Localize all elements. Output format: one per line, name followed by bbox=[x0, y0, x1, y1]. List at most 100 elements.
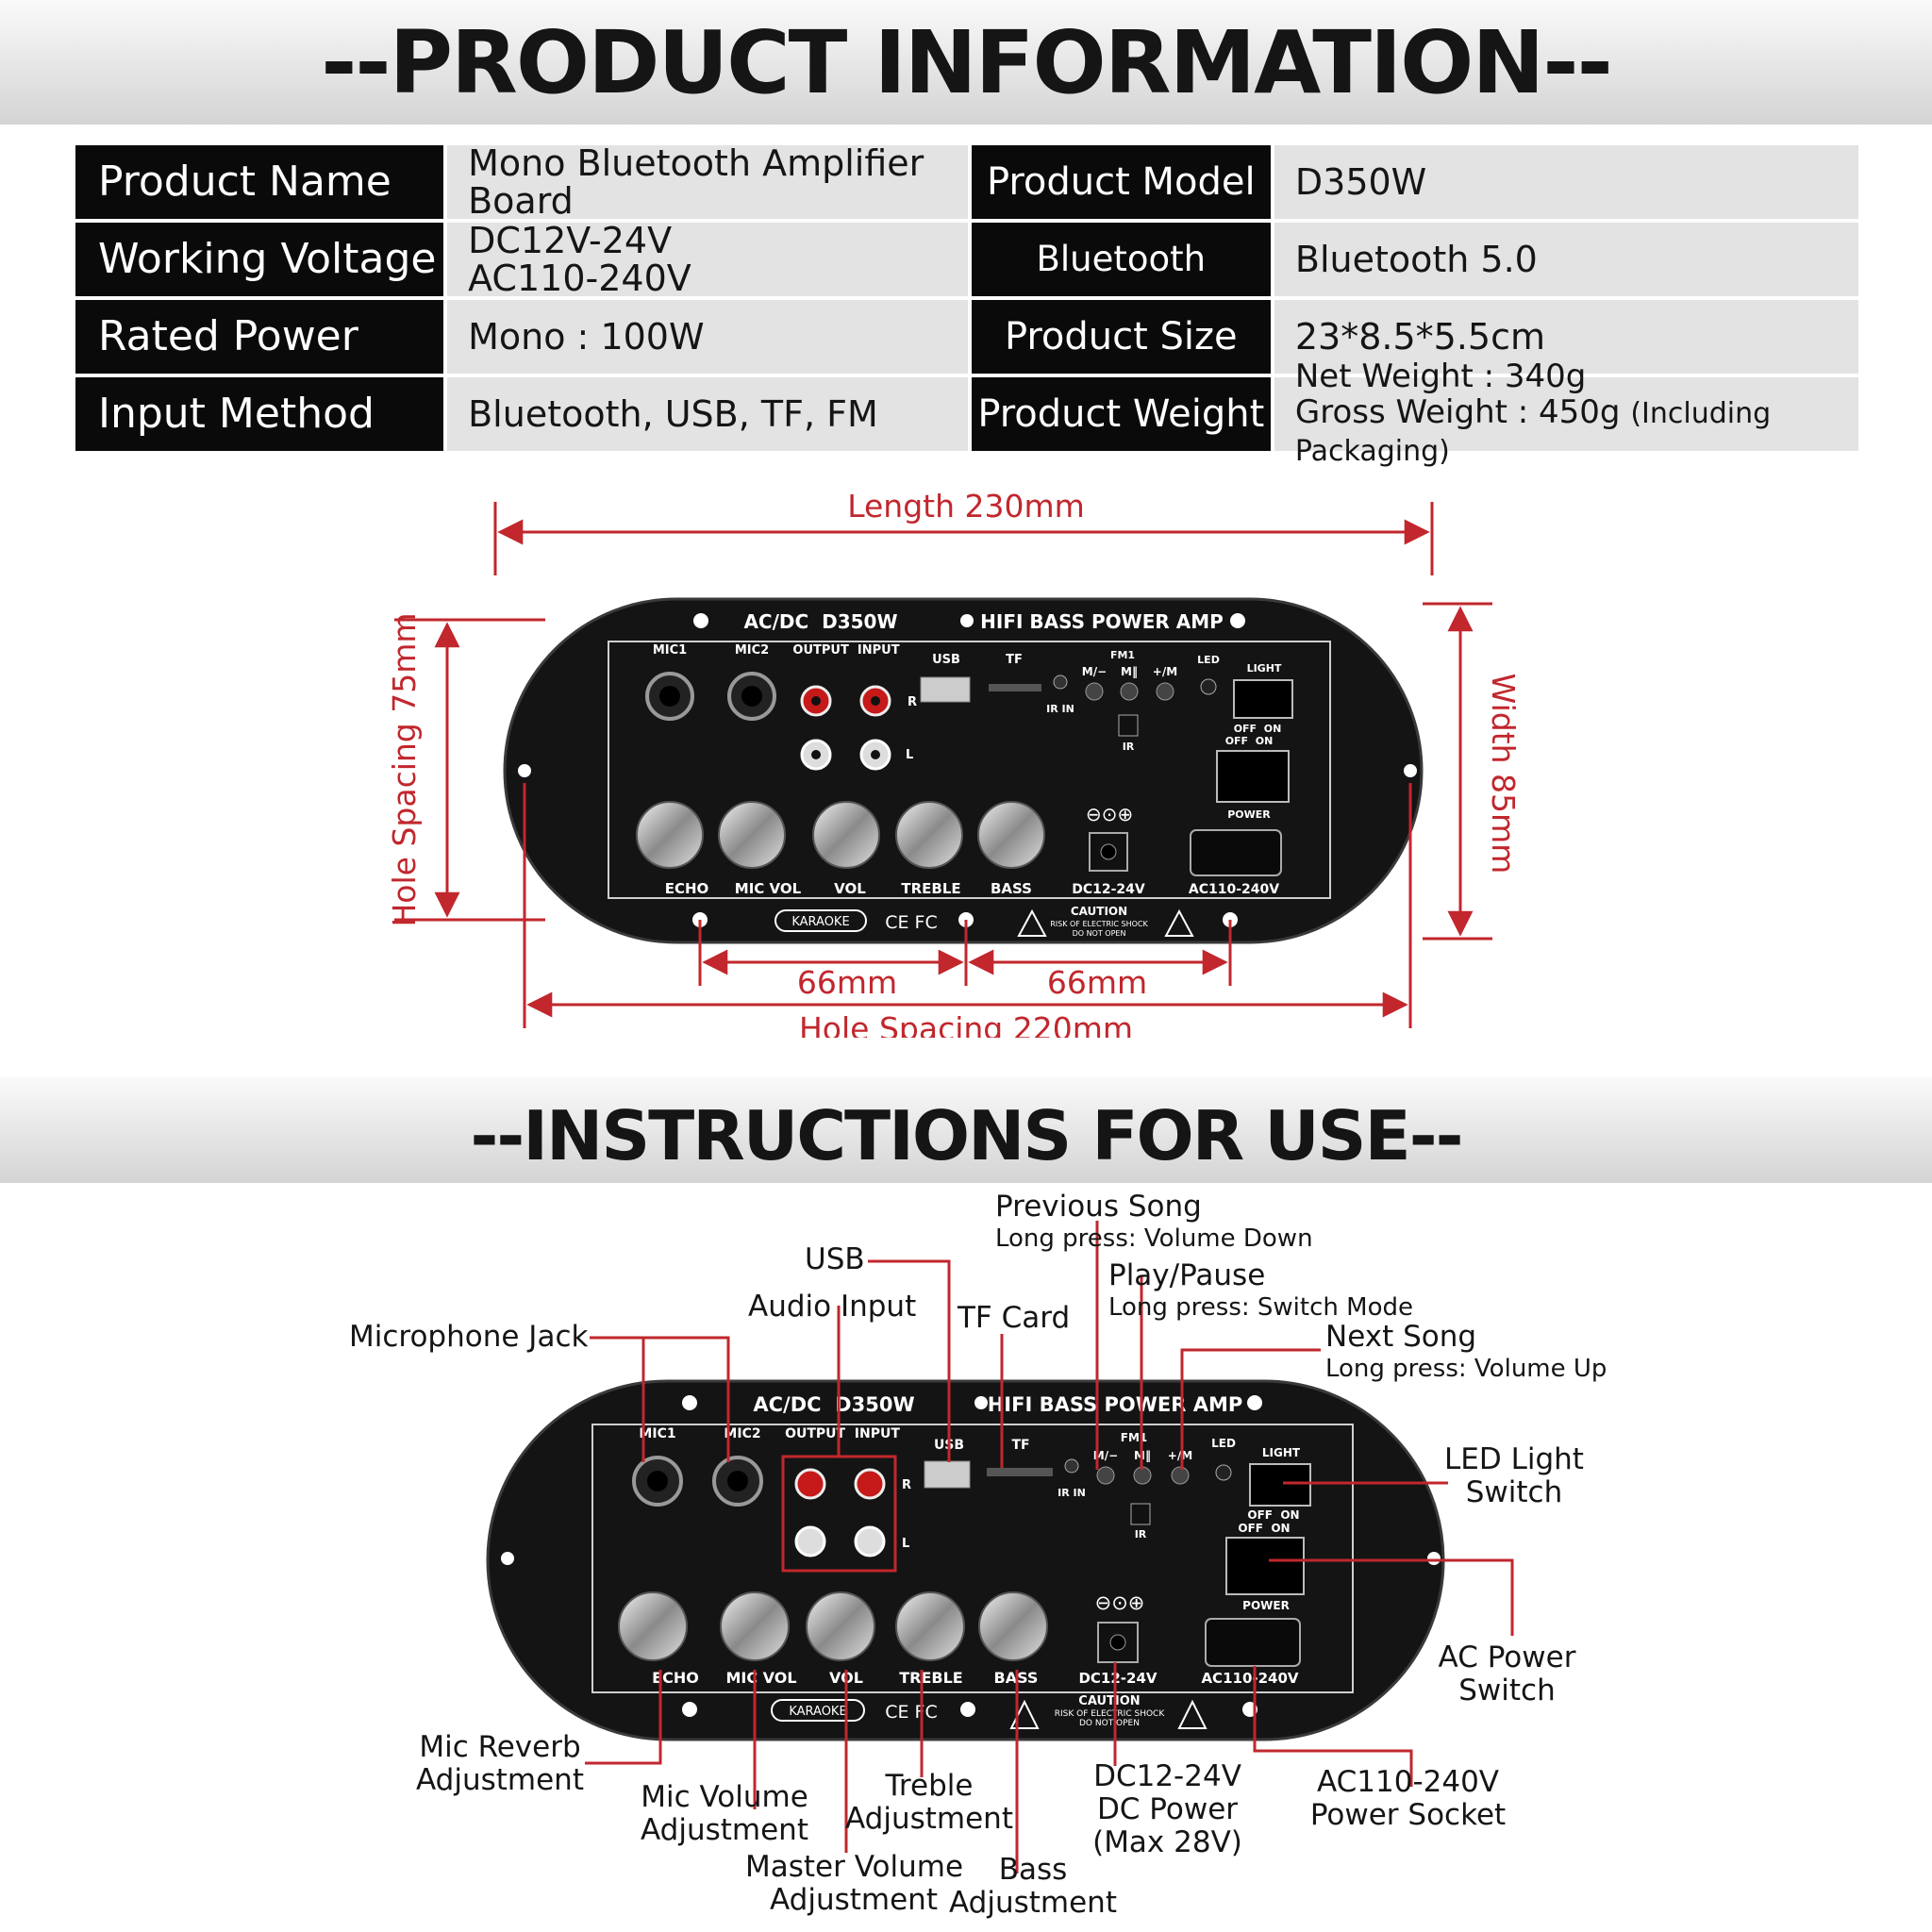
board-frame bbox=[608, 641, 1331, 899]
spec-label: Rated Power bbox=[75, 300, 444, 374]
light-label: LIGHT bbox=[1262, 1446, 1301, 1459]
mic2-jack-hole bbox=[727, 1471, 748, 1491]
tf-slot bbox=[989, 684, 1041, 691]
spec-value: Net Weight : 340g Gross Weight : 450g (I… bbox=[1274, 358, 1859, 468]
tf-label: TF bbox=[1011, 1438, 1029, 1453]
off-on-label: OFF ON bbox=[1225, 735, 1274, 747]
callout-text: Switch bbox=[1458, 1674, 1556, 1707]
knob bbox=[895, 801, 963, 869]
mount-hole bbox=[1427, 1552, 1441, 1565]
knob-label: TREBLE bbox=[901, 880, 960, 897]
spec-row: Product Name Mono Bluetooth Amplifier Bo… bbox=[75, 142, 1859, 222]
karaoke-text: KARAOKE bbox=[791, 915, 849, 929]
ac-label: AC110-240V bbox=[1189, 882, 1279, 897]
ac-socket bbox=[1190, 829, 1282, 876]
length-label: Length 230mm bbox=[847, 488, 1085, 525]
spec-value-line: Gross Weight : 450g (Including Packaging… bbox=[1295, 394, 1858, 470]
light-switch bbox=[1233, 679, 1293, 719]
caution-sub: DO NOT OPEN bbox=[1073, 929, 1126, 938]
instructions-title: --INSTRUCTIONS FOR USE-- bbox=[470, 1096, 1464, 1175]
rca-jack-red bbox=[854, 1468, 886, 1500]
fm-label: FM1 bbox=[1110, 649, 1135, 661]
ac-label: AC110-240V bbox=[1201, 1670, 1298, 1687]
caution-text: CAUTION bbox=[1071, 905, 1127, 918]
mount-hole bbox=[1247, 1395, 1262, 1410]
spec-table: Product Name Mono Bluetooth Amplifier Bo… bbox=[75, 142, 1859, 468]
warning-triangle-icon bbox=[1177, 1699, 1208, 1729]
spec-value: Bluetooth 5.0 bbox=[1274, 223, 1859, 296]
callout-text: Adjustment bbox=[416, 1763, 584, 1797]
mic2-label: MIC2 bbox=[735, 643, 769, 658]
play-button-label: M‖ bbox=[1121, 665, 1138, 678]
prev-button bbox=[1096, 1466, 1115, 1485]
spec-value-line: Bluetooth 5.0 bbox=[1294, 239, 1538, 280]
callout-text: Next Song bbox=[1325, 1320, 1477, 1354]
mount-hole bbox=[682, 1395, 697, 1410]
dc-polarity-symbol: ⊖⊙⊕ bbox=[1086, 803, 1133, 825]
callout-text: LED Light bbox=[1444, 1442, 1584, 1476]
knob bbox=[720, 1591, 790, 1661]
prev-button-label: M/− bbox=[1082, 665, 1107, 678]
knob bbox=[812, 801, 880, 869]
callout-text: Adjustment bbox=[770, 1883, 938, 1917]
karaoke-badge bbox=[774, 909, 867, 932]
rca-jack-center bbox=[871, 696, 880, 706]
rca-jack-red bbox=[794, 1468, 826, 1500]
board-model-text: AC/DC D350W bbox=[753, 1393, 914, 1416]
l-label: L bbox=[906, 748, 913, 762]
caution-text: CAUTION bbox=[1078, 1694, 1140, 1708]
callout-lines bbox=[585, 1221, 1514, 1874]
knob-label: TREBLE bbox=[899, 1669, 962, 1687]
rca-jack-center bbox=[871, 750, 880, 759]
callout-text: Bass bbox=[998, 1853, 1068, 1887]
spec-value-line: Bluetooth, USB, TF, FM bbox=[468, 393, 878, 435]
mount-hole bbox=[974, 1396, 988, 1409]
knob-label: ECHO bbox=[652, 1669, 699, 1687]
leader-ac bbox=[1253, 1666, 1413, 1787]
next-button-label: +/M bbox=[1168, 1449, 1192, 1462]
light-label: LIGHT bbox=[1247, 662, 1282, 675]
spec-row: Input Method Bluetooth, USB, TF, FM Prod… bbox=[75, 358, 1859, 468]
karaoke-badge bbox=[771, 1699, 865, 1722]
spec-value-note: (Including Packaging) bbox=[1294, 397, 1772, 468]
next-button bbox=[1171, 1466, 1190, 1485]
callout-text: Treble bbox=[885, 1769, 974, 1803]
knob bbox=[618, 1591, 688, 1661]
callout-text: Adjustment bbox=[949, 1886, 1117, 1920]
spec-value-line: AC110-240V bbox=[468, 258, 691, 299]
callout-text: (Max 28V) bbox=[1092, 1825, 1242, 1859]
light-switch bbox=[1249, 1463, 1311, 1507]
usb-label: USB bbox=[932, 653, 960, 667]
instructions-band bbox=[0, 1077, 1932, 1183]
knob-label: BASS bbox=[991, 880, 1032, 897]
knob bbox=[977, 801, 1045, 869]
next-button bbox=[1156, 682, 1174, 701]
amplifier-board-2: AC/DC D350W HIFI BASS POWER AMP MIC1 MIC… bbox=[486, 1379, 1445, 1741]
mount-hole bbox=[501, 1552, 514, 1565]
ir-receiver bbox=[1064, 1458, 1079, 1474]
caution-sub: RISK OF ELECTRIC SHOCK bbox=[1050, 920, 1148, 928]
callout-text: Master Volume bbox=[745, 1850, 964, 1884]
mic1-jack-hole bbox=[647, 1471, 668, 1491]
ir-label: IR bbox=[1135, 1528, 1147, 1541]
dc-label: DC12-24V bbox=[1078, 1670, 1157, 1687]
power-switch bbox=[1225, 1537, 1305, 1595]
karaoke-text: KARAOKE bbox=[789, 1705, 846, 1719]
knob-label: VOL bbox=[834, 880, 866, 897]
callout-text: Adjustment bbox=[845, 1802, 1013, 1836]
callout-text: Switch bbox=[1465, 1475, 1563, 1509]
callout-usb: USB bbox=[805, 1242, 865, 1276]
mount-hole bbox=[960, 1702, 975, 1717]
knob-label: MIC VOL bbox=[735, 880, 802, 897]
spec-value-line: Net Weight : 340g bbox=[1294, 358, 1587, 395]
callout-sub: Long press: Switch Mode bbox=[1108, 1293, 1413, 1322]
spec-value-line: Mono Bluetooth Amplifier Board bbox=[468, 142, 924, 222]
off-on-label: OFF ON bbox=[1238, 1522, 1290, 1535]
callout-text: Mic Reverb bbox=[419, 1730, 581, 1764]
